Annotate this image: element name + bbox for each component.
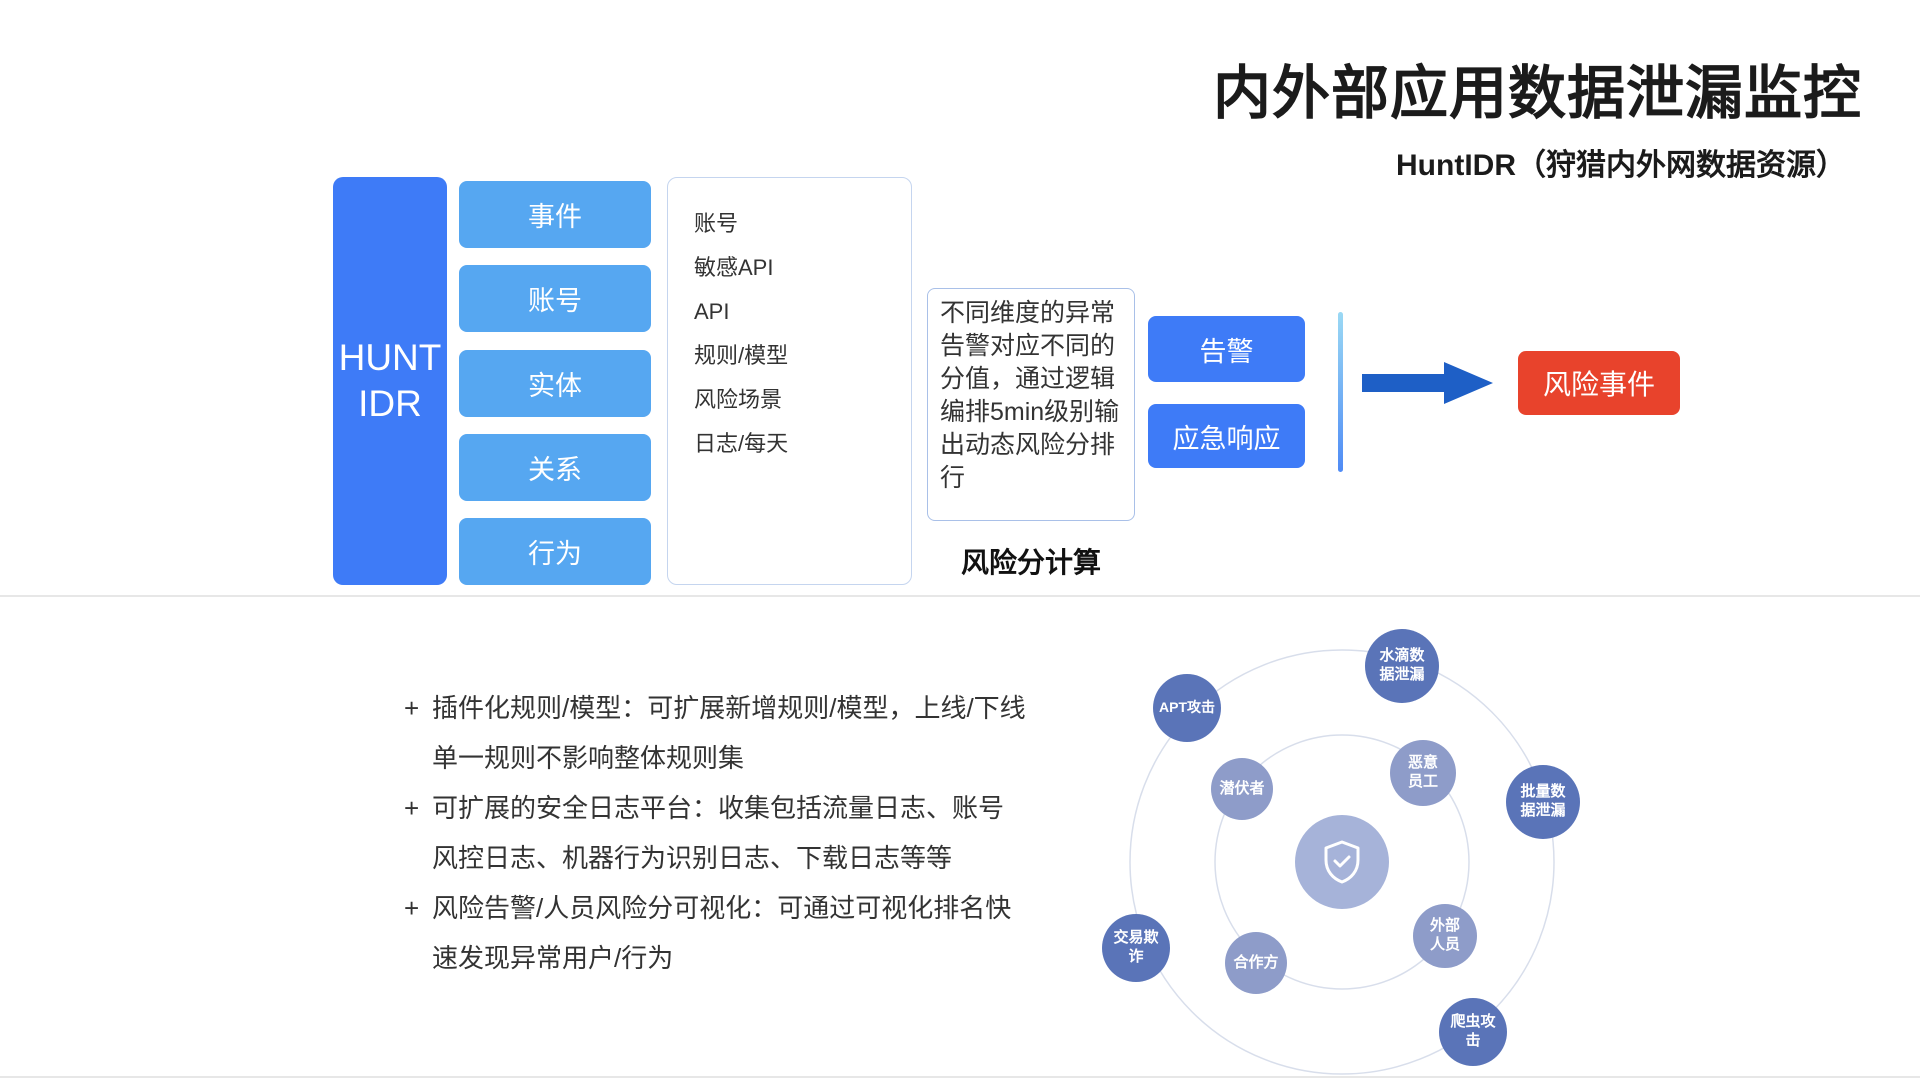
plus-marker-icon: +: [404, 693, 420, 723]
threat-node-external-personnel: 外部 人员: [1413, 904, 1477, 968]
feature-text: 风险告警/人员风险分可视化：可通过可视化排名快 速发现异常用户/行为: [432, 893, 1012, 973]
feature-item-visualization: + 风险告警/人员风险分可视化：可通过可视化排名快 速发现异常用户/行为: [404, 883, 1104, 983]
threat-node-water-drop-leak: 水滴数 据泄漏: [1365, 629, 1439, 703]
module-relation: 关系: [459, 433, 651, 501]
module-account: 账号: [459, 265, 651, 333]
radar-rings: [1129, 649, 1555, 1075]
page-subtitle: HuntIDR（狩猎内外网数据资源）: [1396, 149, 1846, 182]
bottom-divider: [0, 1076, 1920, 1078]
emergency-response-block: 应急响应: [1148, 404, 1305, 468]
module-list: 事件 账号 实体 关系 行为: [459, 181, 651, 585]
risk-score-label: 风险分计算: [960, 547, 1101, 578]
feature-list: + 插件化规则/模型：可扩展新增规则/模型，上线/下线 单一规则不影响整体规则集…: [404, 683, 1104, 983]
risk-event-block: 风险事件: [1518, 351, 1680, 415]
feature-text: 可扩展的安全日志平台：收集包括流量日志、账号 风控日志、机器行为识别日志、下载日…: [432, 793, 1005, 873]
data-item: 账号: [694, 211, 739, 236]
data-source-list: 账号 敏感API API 规则/模型 风险场景 日志/每天: [667, 177, 912, 585]
plus-marker-icon: +: [404, 893, 420, 923]
threat-node-crawler-attack: 爬虫攻 击: [1439, 998, 1507, 1066]
threat-node-partner: 合作方: [1225, 932, 1287, 994]
data-item: 规则/模型: [694, 343, 789, 368]
risk-score-description-box: 不同维度的异常告警对应不同的分值，通过逻辑编排5min级别输出动态风险分排行: [927, 288, 1135, 521]
module-behavior: 行为: [459, 518, 651, 585]
data-item: 风险场景: [694, 387, 783, 412]
module-event: 事件: [459, 181, 651, 248]
threat-node-malicious-employee: 恶意 员工: [1390, 740, 1456, 806]
threat-node-lurker: 潜伏者: [1211, 758, 1273, 820]
feature-item-log-platform: + 可扩展的安全日志平台：收集包括流量日志、账号 风控日志、机器行为识别日志、下…: [404, 783, 1104, 883]
data-item: API: [694, 299, 730, 324]
shield-icon: [1324, 840, 1360, 884]
plus-marker-icon: +: [404, 793, 420, 823]
data-item: 敏感API: [694, 255, 774, 280]
page-title: 内外部应用数据泄漏监控: [1212, 61, 1862, 126]
huntidr-platform-block: HUNT IDR: [333, 177, 447, 585]
threat-node-transaction-fraud: 交易欺 诈: [1102, 914, 1170, 982]
module-entity: 实体: [459, 349, 651, 417]
radar-center: [1295, 815, 1389, 909]
section-divider: [0, 595, 1920, 597]
data-item: 日志/每天: [694, 431, 789, 456]
threat-node-apt-attack: APT攻击: [1153, 674, 1221, 742]
feature-item-rules: + 插件化规则/模型：可扩展新增规则/模型，上线/下线 单一规则不影响整体规则集: [404, 683, 1104, 783]
alert-block: 告警: [1148, 316, 1305, 382]
feature-text: 插件化规则/模型：可扩展新增规则/模型，上线/下线 单一规则不影响整体规则集: [432, 693, 1026, 773]
flow-arrow-icon: [1362, 362, 1493, 404]
threat-node-bulk-data-leak: 批量数 据泄漏: [1506, 765, 1580, 839]
gradient-divider: [1338, 312, 1343, 472]
